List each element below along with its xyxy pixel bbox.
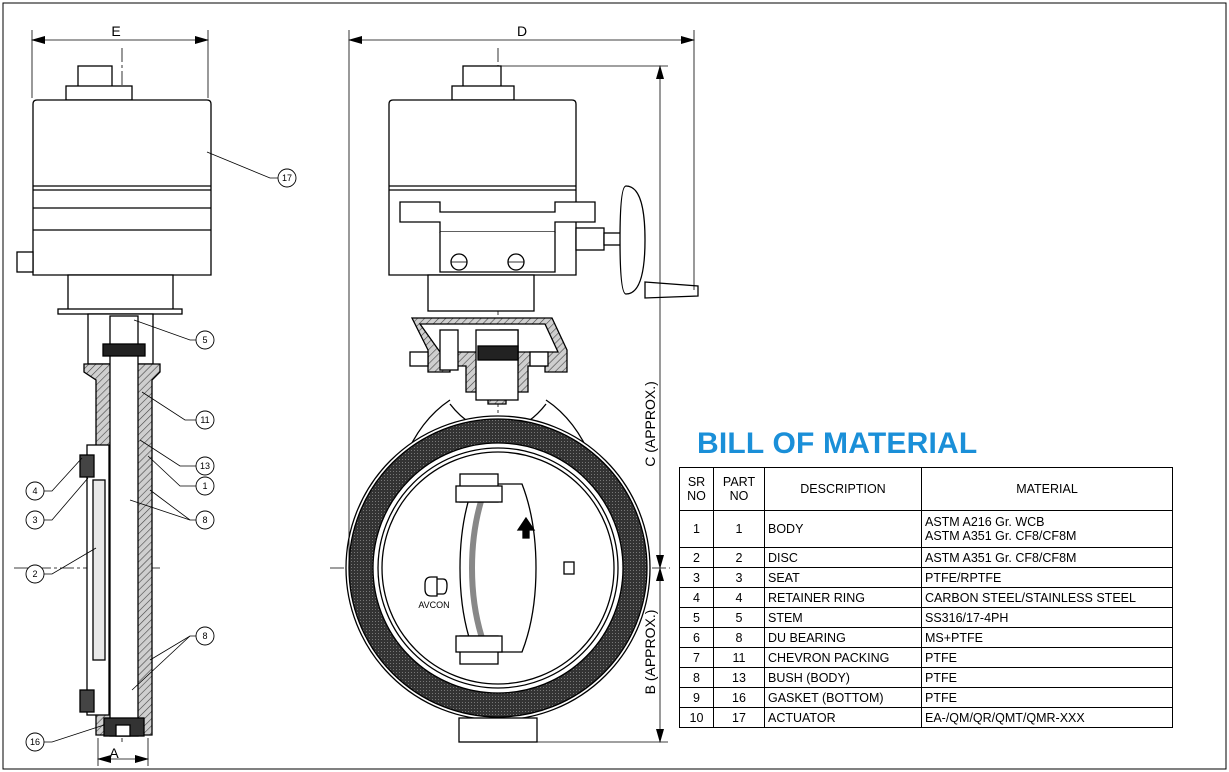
logo-text: AVCON — [418, 600, 449, 610]
balloon-16: 16 — [30, 737, 40, 747]
cell-desc: CHEVRON PACKING — [764, 647, 922, 668]
table-row: 3 3 SEAT PTFE/RPTFE — [679, 567, 1173, 588]
balloon-8b: 8 — [202, 631, 207, 641]
front-view — [330, 30, 699, 743]
balloon-numbers: 17 5 11 13 1 4 3 8 2 8 16 — [30, 173, 292, 747]
balloon-3: 3 — [32, 515, 37, 525]
dim-label-e: E — [111, 23, 120, 39]
table-row: 6 8 DU BEARING MS+PTFE — [679, 627, 1173, 648]
cell-sr: 10 — [679, 707, 714, 728]
table-row: 8 13 BUSH (BODY) PTFE — [679, 667, 1173, 688]
cell-desc: RETAINER RING — [764, 587, 922, 608]
cell-desc: DISC — [764, 547, 922, 568]
cell-sr: 9 — [679, 687, 714, 708]
table-row: 4 4 RETAINER RING CARBON STEEL/STAINLESS… — [679, 587, 1173, 608]
cell-material: EA-/QM/QR/QMT/QMR-XXX — [921, 707, 1173, 728]
dim-label-b: B (APPROX.) — [642, 610, 658, 695]
cell-sr: 6 — [679, 627, 714, 648]
cell-part: 4 — [713, 587, 765, 608]
cell-desc: GASKET (BOTTOM) — [764, 687, 922, 708]
cell-material: MS+PTFE — [921, 627, 1173, 648]
balloon-8a: 8 — [202, 515, 207, 525]
material-line-1: ASTM A216 Gr. WCB — [925, 515, 1045, 529]
col-material-label: MATERIAL — [1016, 482, 1078, 496]
cell-desc: BODY — [764, 510, 922, 548]
material-line-2: ASTM A351 Gr. CF8/CF8M — [925, 529, 1077, 543]
side-view — [14, 30, 212, 766]
avcon-logo: AVCON — [418, 576, 450, 610]
cell-desc: SEAT — [764, 567, 922, 588]
dim-label-d: D — [517, 23, 527, 39]
dim-label-a: A — [109, 745, 119, 761]
balloon-5: 5 — [202, 335, 207, 345]
cell-desc: BUSH (BODY) — [764, 667, 922, 688]
cell-material: PTFE — [921, 687, 1173, 708]
cell-material: CARBON STEEL/STAINLESS STEEL — [921, 587, 1173, 608]
table-row: 5 5 STEM SS316/17-4PH — [679, 607, 1173, 628]
balloon-13: 13 — [200, 461, 210, 471]
balloons — [25, 168, 297, 752]
cell-sr: 8 — [679, 667, 714, 688]
col-part-no-label: PART NO — [722, 475, 756, 503]
col-sr-no: SR NO — [679, 467, 714, 511]
bom-title: BILL OF MATERIAL — [697, 427, 978, 460]
balloon-11: 11 — [200, 415, 209, 425]
table-row: 7 11 CHEVRON PACKING PTFE — [679, 647, 1173, 668]
cell-part: 2 — [713, 547, 765, 568]
col-material: MATERIAL — [921, 467, 1173, 511]
cell-part: 3 — [713, 567, 765, 588]
cell-material: SS316/17-4PH — [921, 607, 1173, 628]
col-description: DESCRIPTION — [764, 467, 922, 511]
cell-material: PTFE/RPTFE — [921, 567, 1173, 588]
cell-part: 1 — [713, 510, 765, 548]
balloon-4: 4 — [32, 486, 37, 496]
col-sr-no-label: SR NO — [687, 475, 706, 503]
balloon-17: 17 — [282, 173, 292, 183]
cell-material: PTFE — [921, 647, 1173, 668]
cell-sr: 1 — [679, 510, 714, 548]
cell-sr: 5 — [679, 607, 714, 628]
cell-material: PTFE — [921, 667, 1173, 688]
cell-part: 8 — [713, 627, 765, 648]
balloon-2: 2 — [32, 569, 37, 579]
table-row: 10 17 ACTUATOR EA-/QM/QR/QMT/QMR-XXX — [679, 707, 1173, 728]
cell-desc: STEM — [764, 607, 922, 628]
cell-part: 13 — [713, 667, 765, 688]
bom-header-row: SR NO PART NO DESCRIPTION MATERIAL — [679, 467, 1173, 511]
cell-part: 16 — [713, 687, 765, 708]
table-row: 2 2 DISC ASTM A351 Gr. CF8/CF8M — [679, 547, 1173, 568]
cell-part: 5 — [713, 607, 765, 628]
cell-desc: DU BEARING — [764, 627, 922, 648]
balloon-1: 1 — [202, 481, 207, 491]
cell-sr: 2 — [679, 547, 714, 568]
cell-sr: 3 — [679, 567, 714, 588]
cell-sr: 7 — [679, 647, 714, 668]
table-row: 9 16 GASKET (BOTTOM) PTFE — [679, 687, 1173, 708]
dim-label-c: C (APPROX.) — [642, 381, 658, 467]
cell-material: ASTM A351 Gr. CF8/CF8M — [921, 547, 1173, 568]
col-description-label: DESCRIPTION — [800, 482, 886, 496]
cell-part: 17 — [713, 707, 765, 728]
bom-table: SR NO PART NO DESCRIPTION MATERIAL 1 1 B… — [679, 467, 1173, 728]
col-part-no: PART NO — [713, 467, 765, 511]
cell-sr: 4 — [679, 587, 714, 608]
balloon-leaders — [44, 151, 278, 743]
cell-part: 11 — [713, 647, 765, 668]
cell-desc: ACTUATOR — [764, 707, 922, 728]
